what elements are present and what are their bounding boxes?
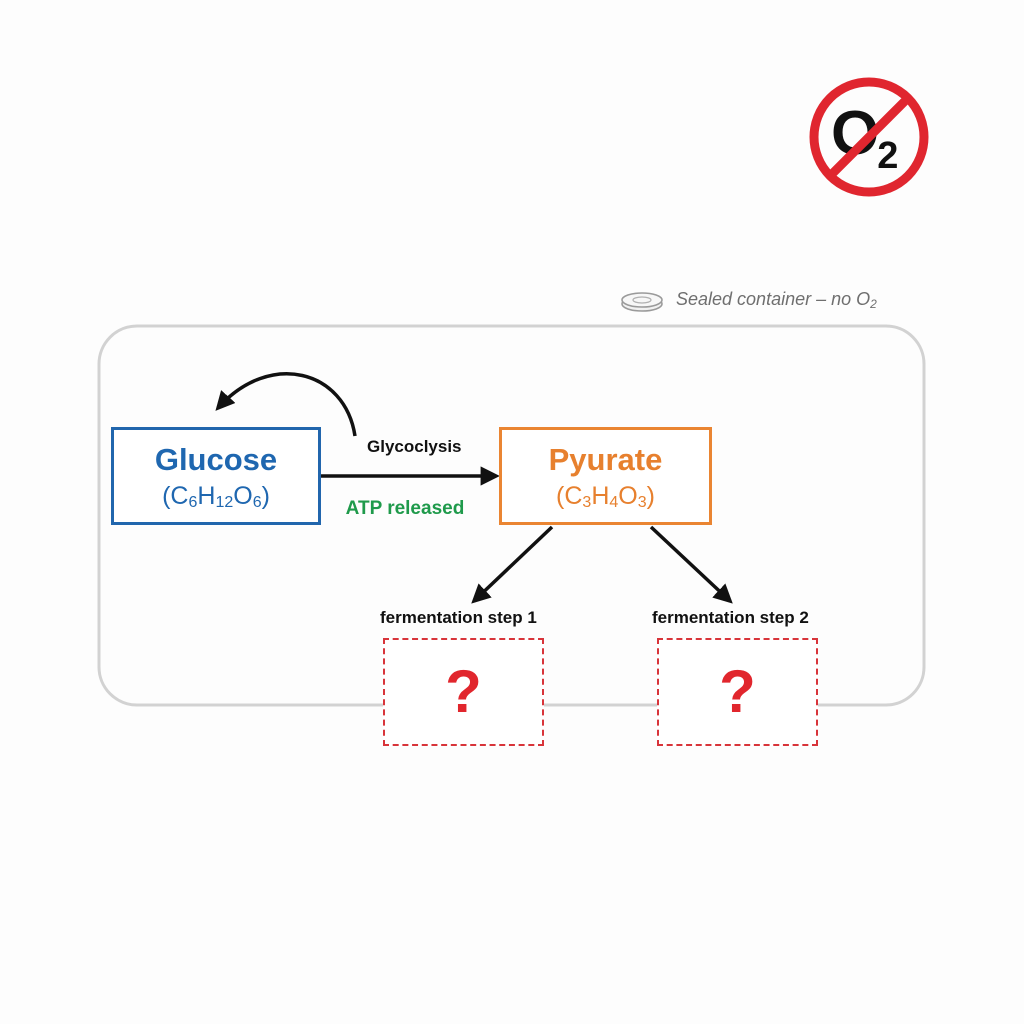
container-label: Sealed container – no O2 (676, 289, 877, 311)
step1-arrow (471, 525, 554, 604)
step2-arrow (649, 525, 733, 604)
glycolysis-label: Glycoclysis (367, 437, 462, 456)
glucose-box: Glucose (C6H12O6) (111, 427, 321, 525)
fermentation-step-1-label: fermentation step 1 (380, 608, 537, 627)
fermentation-step-2-label: fermentation step 2 (652, 608, 809, 627)
atp-released-label: ATP released (345, 498, 465, 519)
petri-dish-icon (621, 292, 663, 312)
unknown-product-2-box: ? (657, 638, 818, 746)
pyruvate-formula: (C3H4O3) (556, 482, 655, 511)
pyruvate-box: Pyurate (C3H4O3) (499, 427, 712, 525)
pyruvate-name: Pyurate (548, 442, 663, 477)
unknown-product-1-box: ? (383, 638, 544, 746)
glucose-name: Glucose (154, 442, 278, 477)
recycle-arrow (215, 372, 357, 437)
glucose-formula: (C6H12O6) (162, 482, 270, 511)
no-oxygen-prohibition-icon (809, 77, 929, 197)
